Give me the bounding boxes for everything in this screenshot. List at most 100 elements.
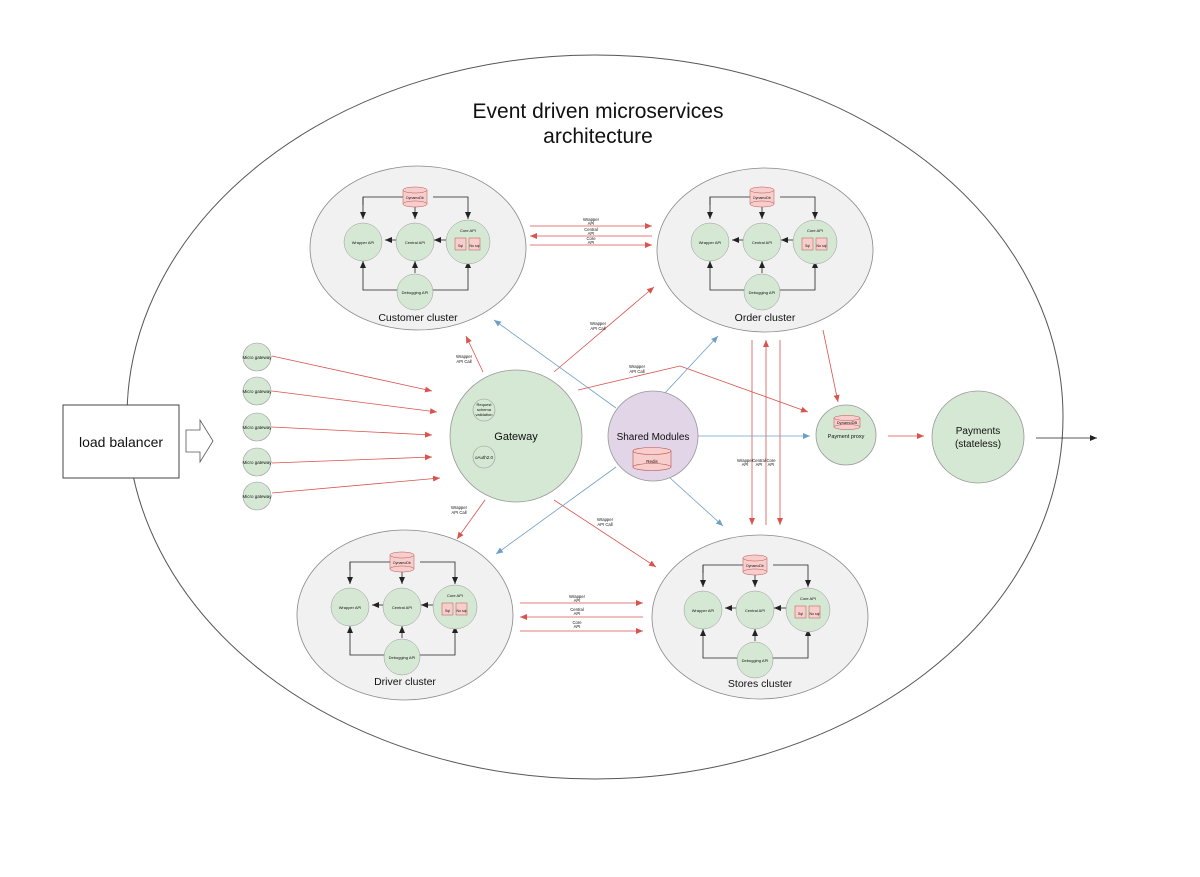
payments-label-2: (stateless) <box>955 439 1001 450</box>
central-api-label: Central API <box>745 608 765 613</box>
core-api-label: Core API <box>447 593 463 598</box>
edge-label: Wrapper <box>569 594 586 599</box>
edge-label: Wrapper <box>451 505 468 510</box>
customer-cluster-label: Customer cluster <box>378 312 458 324</box>
payment-proxy-label: Payment proxy <box>828 434 865 440</box>
debugging-api-label: Debugging API <box>749 290 776 295</box>
core-api-node[interactable]: Core API Sql No sql <box>432 584 478 630</box>
micro-gateway-label: Micro gateway <box>242 389 272 394</box>
oauth-label: oAuth2.0 <box>475 455 494 460</box>
load-balancer-label: load balancer <box>79 434 163 450</box>
redis-db-icon <box>632 447 672 471</box>
nosql-label: No sql <box>457 609 467 613</box>
wrapper-api-node[interactable]: Wrapper API <box>683 590 723 630</box>
edge-label: API <box>768 462 775 467</box>
micro-gateway-2[interactable]: Micro gateway <box>242 376 272 406</box>
payments-node[interactable]: Payments (stateless) <box>931 390 1025 484</box>
order-to-payment-link <box>822 329 840 403</box>
core-api-node[interactable]: Core API Sql No sql <box>445 219 491 265</box>
edge-label: Wrapper <box>583 217 600 222</box>
wrapper-api-node[interactable]: Wrapper API <box>690 222 730 262</box>
debugging-api-node[interactable]: Debugging API <box>396 273 434 311</box>
dynamodb-icon[interactable]: DynamoDb <box>749 186 775 208</box>
shared-modules-node[interactable]: Shared Modules Redis <box>607 390 699 482</box>
payment-db-icon <box>833 415 861 430</box>
edge-labels: Wrapper API Central API Core API Wrapper… <box>451 217 776 629</box>
debugging-api-label: Debugging API <box>742 658 769 663</box>
payments-label-1: Payments <box>956 426 1000 437</box>
title-line-1: Event driven microservices <box>473 100 724 123</box>
central-api-node[interactable]: Central API <box>742 222 782 262</box>
dynamodb-label: DynamoDb <box>406 196 424 200</box>
nosql-label: No sql <box>817 244 827 248</box>
edge-label: API <box>588 231 595 236</box>
shared-modules-label: Shared Modules <box>617 432 690 443</box>
driver-stores-links <box>520 600 643 634</box>
payment-proxy-node[interactable]: DynamoDB Payment proxy <box>815 404 877 466</box>
nosql-db-icon <box>815 237 828 251</box>
order-cluster-nodes: DynamoDb Wrapper API Central API Core AP… <box>690 186 838 324</box>
debugging-api-node[interactable]: Debugging API <box>743 273 781 311</box>
nosql-label: No sql <box>470 244 480 248</box>
core-api-node[interactable]: Core API Sql No sql <box>785 587 831 633</box>
micro-gateway-4[interactable]: Micro gateway <box>242 447 272 477</box>
dynamodb-icon[interactable]: DynamoDb <box>402 186 428 208</box>
edge-label: Wrapper <box>590 321 607 326</box>
wrapper-api-label: Wrapper API <box>352 240 375 245</box>
edge-label: API Call <box>597 522 612 527</box>
sql-db-icon <box>441 602 454 616</box>
wrapper-api-node[interactable]: Wrapper API <box>343 222 383 262</box>
core-api-label: Core API <box>807 228 823 233</box>
stores-cluster-nodes: DynamoDb Wrapper API Central API Core AP… <box>683 554 831 690</box>
edge-label: API <box>588 240 595 245</box>
micro-gateway-label: Micro gateway <box>242 460 272 465</box>
sql-db-icon <box>794 605 807 619</box>
wrapper-api-node[interactable]: Wrapper API <box>330 587 370 627</box>
micro-gateway-1[interactable]: Micro gateway <box>242 342 272 372</box>
wrapper-api-label: Wrapper API <box>339 605 362 610</box>
driver-cluster-nodes: DynamoDb Wrapper API Central API Core AP… <box>330 551 478 688</box>
core-api-node[interactable]: Core API Sql No sql <box>792 219 838 265</box>
edge-label: API Call <box>629 369 644 374</box>
central-api-node[interactable]: Central API <box>382 587 422 627</box>
micro-gateway-5[interactable]: Micro gateway <box>242 481 272 511</box>
central-api-label: Central API <box>392 605 412 610</box>
central-api-node[interactable]: Central API <box>735 590 775 630</box>
debugging-api-label: Debugging API <box>389 655 416 660</box>
dynamodb-label: DynamoDb <box>746 564 764 568</box>
edge-label: API <box>574 611 581 616</box>
central-api-label: Central API <box>752 240 772 245</box>
shared-module-links <box>493 319 810 555</box>
request-schema-label-1: Request <box>477 402 493 407</box>
load-balancer-box[interactable] <box>62 404 180 479</box>
micro-gateway-label: Micro gateway <box>242 494 272 499</box>
edge-label: API <box>574 598 581 603</box>
sql-db-icon <box>454 237 467 251</box>
payment-db-label: DynamoDB <box>837 420 858 425</box>
debugging-api-node[interactable]: Debugging API <box>736 641 774 679</box>
edge-label: API <box>742 462 749 467</box>
central-api-node[interactable]: Central API <box>395 222 435 262</box>
edge-label: API Call <box>456 359 471 364</box>
core-api-label: Core API <box>800 596 816 601</box>
gateway-node[interactable]: Gateway Request schema validation oAuth2… <box>449 369 583 503</box>
debugging-api-node[interactable]: Debugging API <box>383 638 421 676</box>
sql-label: Sql <box>805 244 810 248</box>
request-schema-node[interactable] <box>472 398 496 422</box>
central-api-label: Central API <box>405 240 425 245</box>
edge-label: Wrapper <box>456 354 473 359</box>
sql-label: Sql <box>445 609 450 613</box>
dynamodb-icon[interactable]: DynamoDb <box>742 554 768 576</box>
oauth-node[interactable] <box>472 445 496 469</box>
nosql-db-icon <box>808 605 821 619</box>
title-line-2: architecture <box>543 125 653 148</box>
nosql-db-icon <box>455 602 468 616</box>
edge-label: Central <box>752 458 766 463</box>
edge-label: API Call <box>451 510 466 515</box>
stores-cluster-label: Stores cluster <box>728 678 793 690</box>
dynamodb-icon[interactable]: DynamoDb <box>389 551 415 573</box>
edge-label: Wrapper <box>597 517 614 522</box>
edge-label: API Call <box>590 326 605 331</box>
order-stores-links <box>749 340 783 525</box>
micro-gateway-3[interactable]: Micro gateway <box>242 412 272 442</box>
